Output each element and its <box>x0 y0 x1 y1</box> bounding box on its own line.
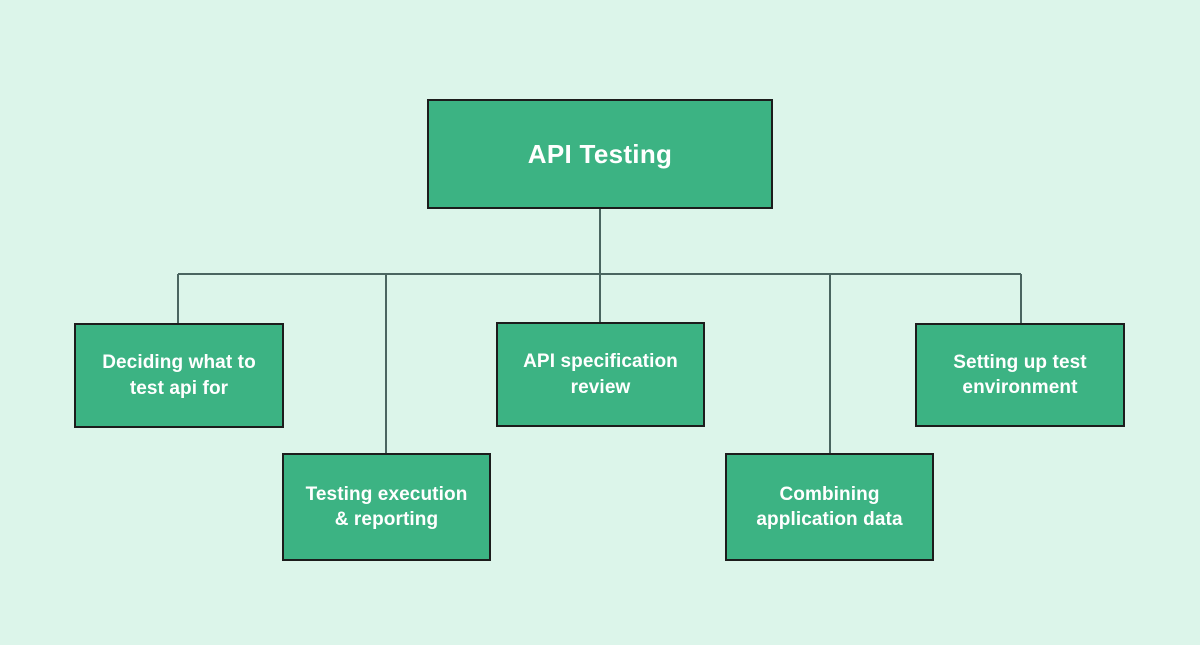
node-c2-label: Testing execution & reporting <box>305 483 468 530</box>
node-combining-application-data[interactable]: Combining application data <box>725 453 934 561</box>
node-deciding-what-to-test-api-for[interactable]: Deciding what to test api for <box>74 323 284 428</box>
node-setting-up-test-environment[interactable]: Setting up test environment <box>915 323 1125 427</box>
node-testing-execution-and-reporting[interactable]: Testing execution & reporting <box>282 453 491 561</box>
node-c4-label: Combining application data <box>756 483 903 530</box>
node-root-label: API Testing <box>527 138 673 169</box>
node-c5-label: Setting up test environment <box>953 351 1087 398</box>
node-c3-label: API specification review <box>523 351 678 398</box>
node-api-specification-review[interactable]: API specification review <box>496 322 705 427</box>
node-c1-label: Deciding what to test api for <box>102 352 256 399</box>
node-root-api-testing[interactable]: API Testing <box>427 99 773 209</box>
